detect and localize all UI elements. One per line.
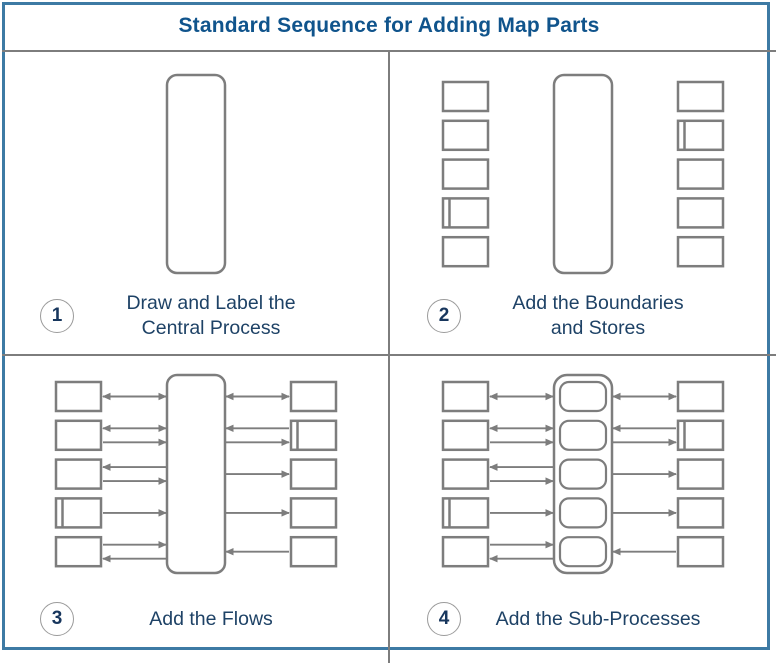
caption-line: Add the Flows <box>149 607 273 630</box>
step-2-badge: 2 <box>427 299 461 333</box>
step-number: 1 <box>51 305 63 326</box>
panel-3-diagram <box>54 373 338 575</box>
step-number: 3 <box>51 608 63 629</box>
panel-1-label-row: 1 Draw and Label the Central Process <box>4 280 386 352</box>
panel-3: 3 Add the Flows <box>4 357 386 653</box>
step-number: 2 <box>438 305 450 326</box>
step-number: 4 <box>438 608 450 629</box>
outer-frame <box>2 2 770 650</box>
panel-3-label-row: 3 Add the Flows <box>4 585 386 653</box>
caption-line: Draw and Label the <box>126 292 296 314</box>
caption-line: Add the Sub-Processes <box>495 607 701 630</box>
panel-2-label-row: 2 Add the Boundaries and Stores <box>391 280 773 352</box>
panel-3-caption: Add the Flows <box>4 607 386 632</box>
step-4-badge: 4 <box>427 602 461 636</box>
panel-4-diagram <box>441 373 725 575</box>
caption-line: and Stores <box>550 317 646 339</box>
step-3-badge: 3 <box>40 602 74 636</box>
caption-line: Add the Boundaries <box>512 292 684 314</box>
panel-1-diagram <box>165 73 227 275</box>
panel-2-caption: Add the Boundaries and Stores <box>391 291 773 341</box>
step-1-badge: 1 <box>40 299 74 333</box>
panel-2-diagram <box>441 73 725 275</box>
panel-1-caption: Draw and Label the Central Process <box>4 291 386 341</box>
caption-line: Central Process <box>141 317 281 339</box>
panel-1: 1 Draw and Label the Central Process <box>4 52 386 352</box>
panel-4-label-row: 4 Add the Sub-Processes <box>391 585 773 653</box>
vertical-divider <box>388 51 390 663</box>
page-title: Standard Sequence for Adding Map Parts <box>178 14 600 37</box>
panel-2: 2 Add the Boundaries and Stores <box>391 52 773 352</box>
panel-4: 4 Add the Sub-Processes <box>391 357 773 653</box>
title-bar: Standard Sequence for Adding Map Parts <box>2 2 776 50</box>
panel-4-caption: Add the Sub-Processes <box>391 607 773 632</box>
